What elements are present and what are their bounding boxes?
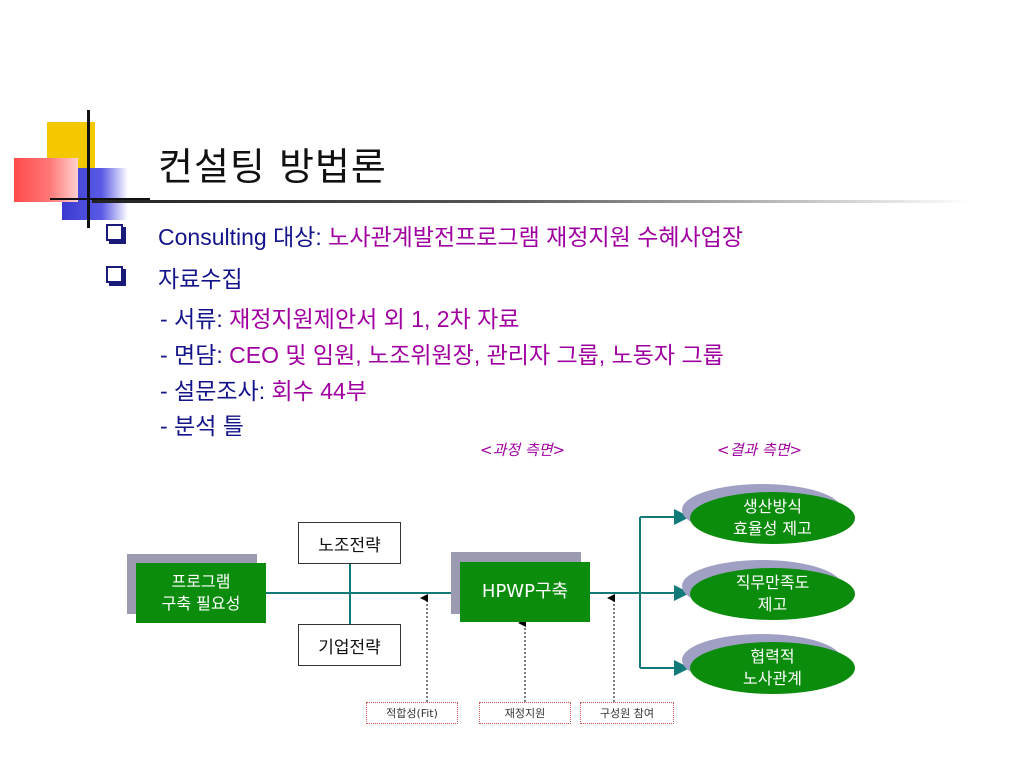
bullet-value: 노사관계발전프로그램 재정지원 수혜사업장 — [328, 224, 743, 250]
program-need-box: 프로그램 구축 필요성 — [136, 563, 266, 623]
logo-red-square — [14, 158, 78, 202]
union-strategy-box: 노조전략 — [298, 522, 401, 564]
checkbox-bullet-icon — [106, 224, 123, 241]
bullet-consulting: Consulting 대상: 노사관계발전프로그램 재정지원 수혜사업장 — [158, 218, 743, 252]
fit-factor-box: 적합성(Fit) — [366, 702, 458, 724]
program-need-line-2: 구축 필요성 — [161, 594, 241, 613]
program-need-line-1: 프로그램 — [171, 572, 231, 591]
hpwp-box: HPWP구축 — [460, 562, 590, 622]
logo-vertical-line — [87, 110, 90, 228]
result-efficiency-ellipse: 생산방식 효율성 제고 — [690, 492, 855, 544]
sub-item-interview: - 면담: CEO 및 임원, 노조위원장, 관리자 그룹, 노동자 그룹 — [160, 336, 724, 370]
result-line-2: 제고 — [757, 595, 788, 614]
sub-item-label: - 면담: — [160, 342, 223, 368]
participation-factor-box: 구성원 참여 — [580, 702, 674, 724]
slide-title: 컨설팅 방법론 — [158, 145, 387, 189]
corp-strategy-box: 기업전략 — [298, 624, 401, 666]
sub-item-label: - 분석 틀 — [160, 413, 244, 439]
checkbox-bullet-icon — [106, 266, 123, 283]
result-line-2: 효율성 제고 — [733, 519, 812, 538]
result-line-2: 노사관계 — [743, 669, 802, 688]
logo-horizontal-line — [50, 198, 150, 200]
sub-item-value: 회수 44부 — [271, 378, 367, 404]
bullet-data-collection: 자료수집 — [158, 266, 243, 292]
sub-item-value: CEO 및 임원, 노조위원장, 관리자 그룹, 노동자 그룹 — [229, 342, 724, 368]
sub-item-label: - 서류: — [160, 306, 223, 332]
bullet-label: Consulting 대상: — [158, 224, 322, 250]
result-aspect-label: <결과 측면> — [717, 441, 803, 459]
result-line-1: 생산방식 — [743, 497, 802, 516]
sub-item-analysis: - 분석 틀 — [160, 407, 244, 441]
title-underline — [92, 200, 972, 203]
result-cooperation-ellipse: 협력적 노사관계 — [690, 642, 855, 694]
sub-item-documents: - 서류: 재정지원제안서 외 1, 2차 자료 — [160, 300, 519, 334]
process-aspect-label: <과정 측면> — [480, 441, 566, 459]
result-line-1: 협력적 — [750, 647, 795, 666]
sub-item-label: - 설문조사: — [160, 378, 266, 404]
result-satisfaction-ellipse: 직무만족도 제고 — [690, 568, 855, 620]
sub-item-survey: - 설문조사: 회수 44부 — [160, 372, 367, 406]
result-line-1: 직무만족도 — [735, 573, 810, 592]
sub-item-value: 재정지원제안서 외 1, 2차 자료 — [229, 306, 520, 332]
funding-factor-box: 재정지원 — [479, 702, 571, 724]
